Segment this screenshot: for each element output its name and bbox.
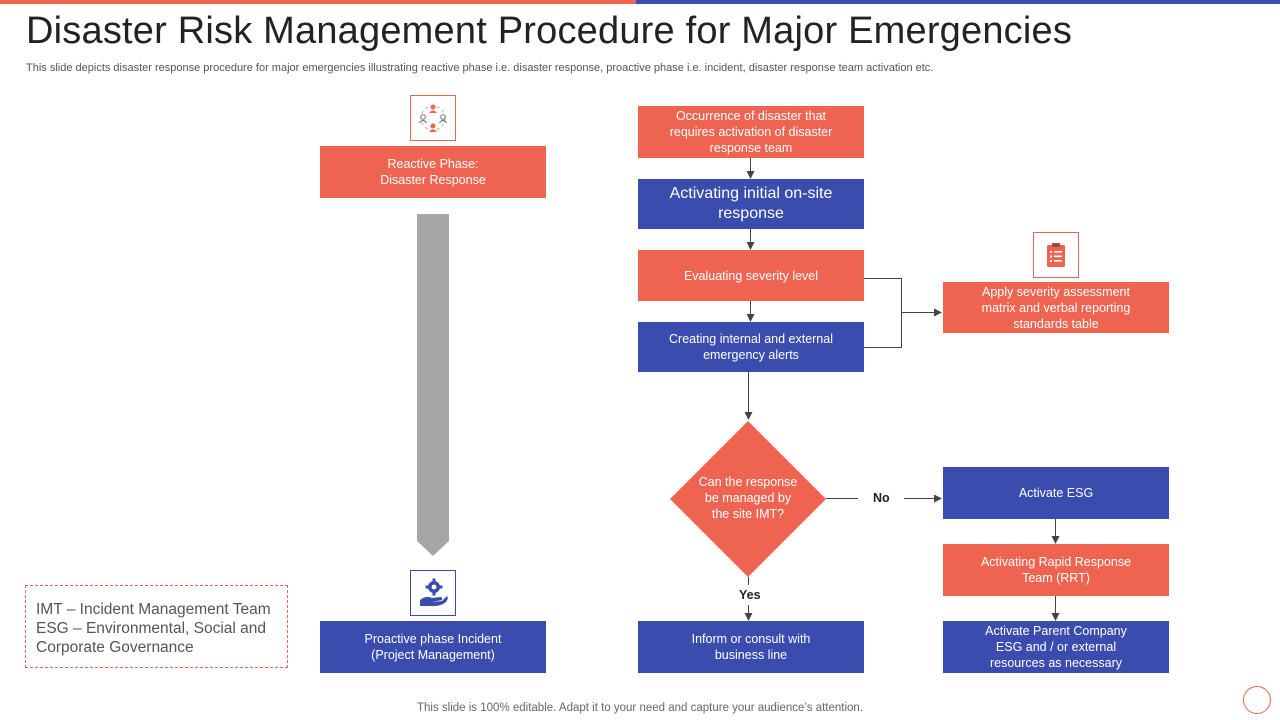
evaluating-severity-box: Evaluating severity level (638, 250, 864, 301)
no-label: No (873, 491, 890, 505)
proactive-phase-box: Proactive phase Incident (Project Manage… (320, 621, 546, 673)
activate-esg-box: Activate ESG (943, 467, 1169, 519)
reactive-phase-box: Reactive Phase: Disaster Response (320, 146, 546, 198)
hand-gear-icon (410, 570, 456, 616)
occurrence-box: Occurrence of disaster that requires act… (638, 106, 864, 158)
clipboard-icon (1033, 232, 1079, 278)
corner-circle-decoration (1243, 686, 1271, 714)
activating-rrt-box: Activating Rapid Response Team (RRT) (943, 544, 1169, 596)
page-title: Disaster Risk Management Procedure for M… (26, 10, 1073, 52)
footer-note: This slide is 100% editable. Adapt it to… (416, 702, 864, 714)
grey-phase-arrow (417, 214, 449, 556)
creating-alerts-box: Creating internal and external emergency… (638, 322, 864, 372)
activating-onsite-box: Activating initial on-site response (638, 179, 864, 229)
legend-imt: IMT – Incident Management Team (36, 601, 271, 618)
legend-esg: ESG – Environmental, Social and (36, 620, 267, 637)
inform-business-box: Inform or consult with business line (638, 621, 864, 673)
abbreviation-legend: IMT – Incident Management Team ESG – Env… (25, 585, 288, 668)
page-subtitle: This slide depicts disaster response pro… (26, 62, 934, 74)
apply-severity-box: Apply severity assessment matrix and ver… (943, 282, 1169, 333)
yes-label: Yes (739, 588, 761, 602)
decision-diamond (670, 421, 826, 577)
top-accent-bar (0, 0, 1280, 4)
people-cycle-icon (410, 95, 456, 141)
bracket-to-apply (864, 278, 902, 348)
top-accent-bar-orange (0, 0, 636, 4)
top-accent-bar-blue (636, 0, 1280, 4)
decision-text: Can the response be managed by the site … (698, 475, 798, 521)
legend-esg-cont: Corporate Governance (36, 639, 194, 656)
activate-parent-box: Activate Parent Company ESG and / or ext… (943, 621, 1169, 673)
